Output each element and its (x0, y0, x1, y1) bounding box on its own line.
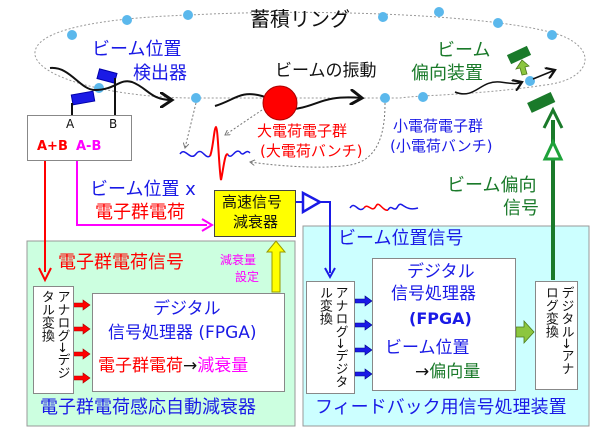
feedback-title: フィードバック用信号処理装置 (315, 397, 567, 418)
charge-fpga-line3-attenuation: 減衰量 (197, 356, 249, 376)
charge-adc-box: アナログ→デジタル変換 (33, 286, 74, 394)
ring-bead (378, 12, 388, 22)
attenuator-label-line2: 減衰器 (233, 213, 279, 231)
auto-attenuator-title: 電子群電荷感応自動減衰器 (40, 397, 256, 418)
electrode-a-label: A (66, 117, 75, 131)
attenuator-label-line1: 高速信号 (222, 193, 283, 211)
attenuation-setting-line2: 設定 (235, 270, 260, 284)
product-signal-line2: 電子群電荷 (95, 202, 185, 223)
adc-to-fpga-arrows-blue (354, 295, 373, 380)
bpm-electrode-a (70, 90, 96, 106)
dac-label: デジタル→アナログ変換 (542, 285, 574, 375)
attenuation-setting-arrow (265, 240, 287, 293)
small-bunch-label-line1: 小電荷電子群 (393, 117, 484, 135)
adc-to-fpga-arrows-red (72, 299, 91, 384)
feedback-fpga-line3: (FPGA) (409, 309, 472, 328)
kicker-plate-upper (506, 45, 532, 65)
charge-fpga-line2: 信号処理器 (FPGA) (108, 323, 257, 343)
kicker-label-line1: ビーム (437, 40, 491, 61)
feedback-fpga-line5-arrow: → (415, 362, 430, 382)
charge-signal-label: 電子群電荷信号 (58, 252, 184, 273)
bpm-electronics-box: A B A+B A-B (27, 115, 132, 161)
ring-bead (493, 18, 503, 28)
charge-fpga-box: デジタル 信号処理器 (FPGA) 電子群電荷→減衰量 (92, 293, 285, 392)
difference-output-label: A-B (76, 139, 102, 154)
position-adc-box: アナログ→デジタル変換 (306, 281, 355, 394)
bpm-label-line2: 検出器 (133, 63, 187, 84)
ring-bead (418, 92, 428, 102)
dac-box: デジタル→アナログ変換 (535, 281, 578, 390)
product-signal-line1: ビーム位置 x (90, 179, 196, 200)
ring-bead (122, 15, 132, 25)
feedback-fpga-line1: デジタル (407, 262, 475, 282)
position-signal-label: ビーム位置信号 (338, 228, 464, 249)
sum-output-label: A+B (37, 139, 68, 154)
feedback-fpga-line5: →偏向量 (415, 362, 481, 383)
ring-bead (380, 93, 390, 103)
bpm-label-line1: ビーム位置 (92, 39, 182, 60)
large-bunch-icon (262, 85, 298, 121)
charge-fpga-line3: 電子群電荷→減衰量 (98, 356, 249, 377)
deflection-signal-line2: 信号 (503, 198, 539, 219)
feedback-fpga-box: デジタル 信号処理器 (FPGA) ビーム位置 →偏向量 (372, 258, 516, 391)
ring-bead (434, 7, 444, 17)
deflection-signal-line1: ビーム偏向 (447, 175, 537, 196)
ring-beads (67, 7, 557, 103)
ring-bead (547, 30, 557, 40)
charge-fpga-line3-charge: 電子群電荷 (98, 356, 183, 376)
fpga-to-dac-arrow (515, 319, 535, 345)
small-bunch-label-line2: (小電荷バンチ) (390, 137, 493, 155)
ring-bead (67, 30, 77, 40)
ring-bead (525, 76, 535, 86)
feedback-fpga-line4: ビーム位置 (385, 338, 470, 358)
driver-amplifier-icon (542, 138, 564, 161)
electrode-b-label: B (109, 117, 118, 131)
bunch-signal-waveform (179, 150, 211, 158)
ring-bead (183, 10, 193, 20)
bpm-electrode-b (96, 68, 118, 84)
storage-ring-title: 蓄積リング (250, 7, 350, 31)
feedback-fpga-line2: 信号処理器 (391, 284, 476, 304)
charge-fpga-line3-arrow: → (183, 356, 198, 376)
ring-bead (191, 93, 201, 103)
beam-oscillation-label: ビームの振動 (275, 61, 377, 81)
large-bunch-label-line2: (大電荷バンチ) (260, 142, 363, 160)
attenuation-setting-line1: 減衰量 (220, 253, 257, 267)
kicker-label-line2: 偏向装置 (411, 63, 483, 84)
large-bunch-label-line1: 大電荷電子群 (257, 122, 348, 140)
kick-arrow-icon (515, 59, 530, 76)
position-adc-label: アナログ→デジタル変換 (316, 285, 348, 388)
charge-adc-label: アナログ→デジタル変換 (38, 290, 70, 379)
kicker-plate-lower (527, 91, 556, 113)
ring-bead (94, 83, 104, 93)
feedback-fpga-line5-deflection: 偏向量 (429, 362, 481, 382)
charge-fpga-line1: デジタル (153, 299, 221, 319)
fast-signal-attenuator: 高速信号 減衰器 (214, 190, 296, 237)
amplifier-icon (301, 190, 323, 215)
